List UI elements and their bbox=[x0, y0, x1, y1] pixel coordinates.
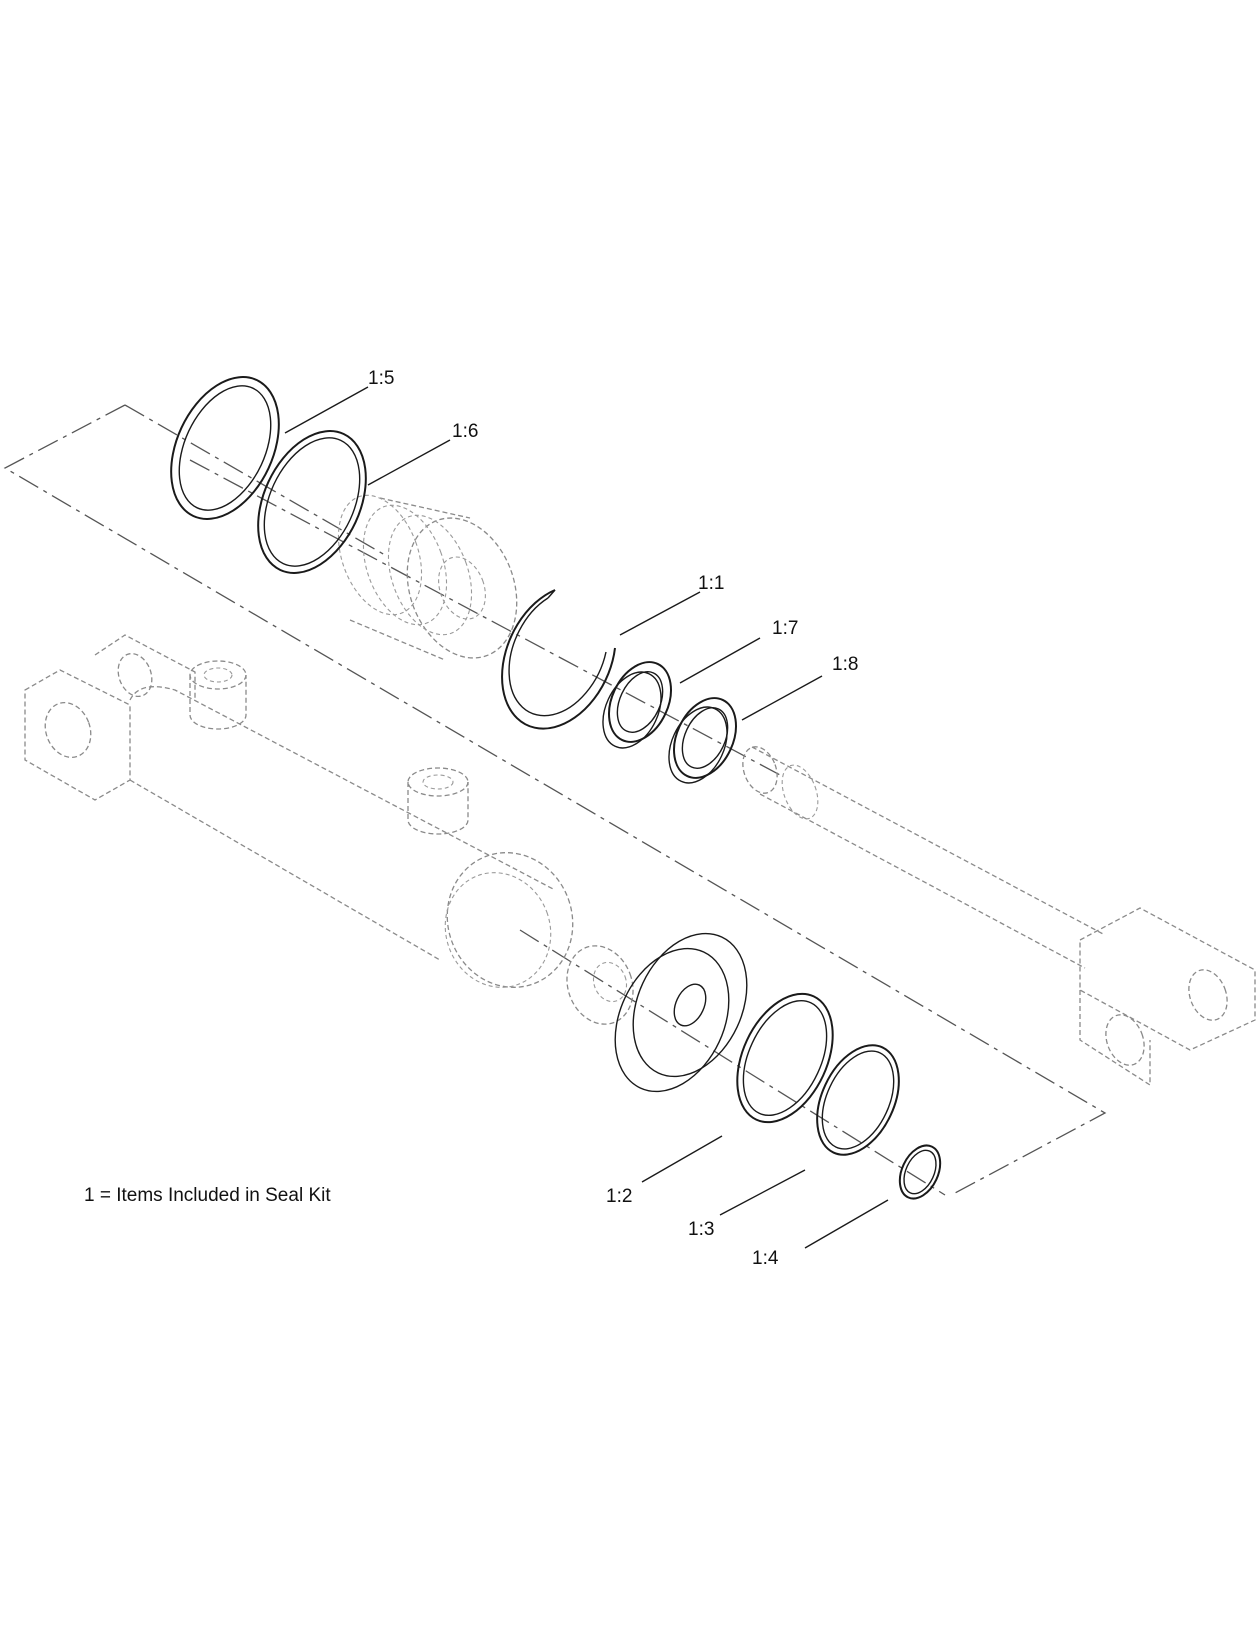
upper-centerline bbox=[189, 459, 781, 776]
seal-1-7 bbox=[602, 661, 672, 749]
split-ring-1-1 bbox=[501, 589, 616, 730]
ring-1-3 bbox=[816, 1044, 900, 1156]
rod-ghost bbox=[742, 746, 1256, 1087]
ring-1-6 bbox=[257, 430, 367, 574]
callout-1-7: 1:7 bbox=[772, 618, 798, 639]
lower-centerline bbox=[519, 929, 946, 1196]
assembly-boundary-top bbox=[124, 404, 386, 556]
piston-disc bbox=[614, 932, 748, 1093]
callout-1-1: 1:1 bbox=[698, 573, 724, 594]
cylinder-barrel-ghost bbox=[24, 634, 574, 988]
piston-ghost bbox=[337, 494, 518, 661]
callout-1-2: 1:2 bbox=[606, 1186, 632, 1207]
piston-nut-ghost bbox=[566, 945, 634, 1025]
ring-1-2 bbox=[736, 992, 834, 1124]
o-ring-1-4 bbox=[898, 1144, 942, 1200]
wiper-1-8 bbox=[668, 697, 737, 784]
callout-1-5: 1:5 bbox=[368, 368, 394, 389]
assembly-boundary bbox=[3, 404, 1107, 1194]
callout-1-6: 1:6 bbox=[452, 421, 478, 442]
callout-1-3: 1:3 bbox=[688, 1219, 714, 1240]
callout-1-8: 1:8 bbox=[832, 654, 858, 675]
seal-kit-note: 1 = Items Included in Seal Kit bbox=[84, 1185, 331, 1206]
leader-lines bbox=[284, 386, 889, 1249]
callout-1-4: 1:4 bbox=[752, 1248, 779, 1269]
ring-1-5 bbox=[170, 376, 280, 520]
